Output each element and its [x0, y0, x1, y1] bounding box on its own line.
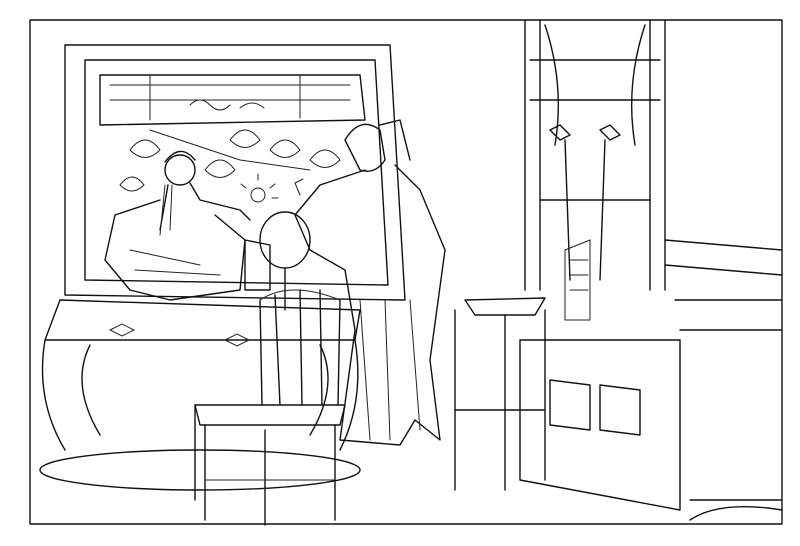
bamboo-chair [194, 289, 346, 526]
picture-border [29, 19, 783, 525]
man-figure [294, 119, 446, 446]
woman-figure [104, 150, 279, 301]
lamp [244, 211, 311, 311]
canopy-bed [519, 19, 783, 521]
window-frame [64, 44, 406, 301]
side-stool [454, 297, 546, 491]
leaves [119, 129, 341, 192]
table [39, 299, 361, 491]
